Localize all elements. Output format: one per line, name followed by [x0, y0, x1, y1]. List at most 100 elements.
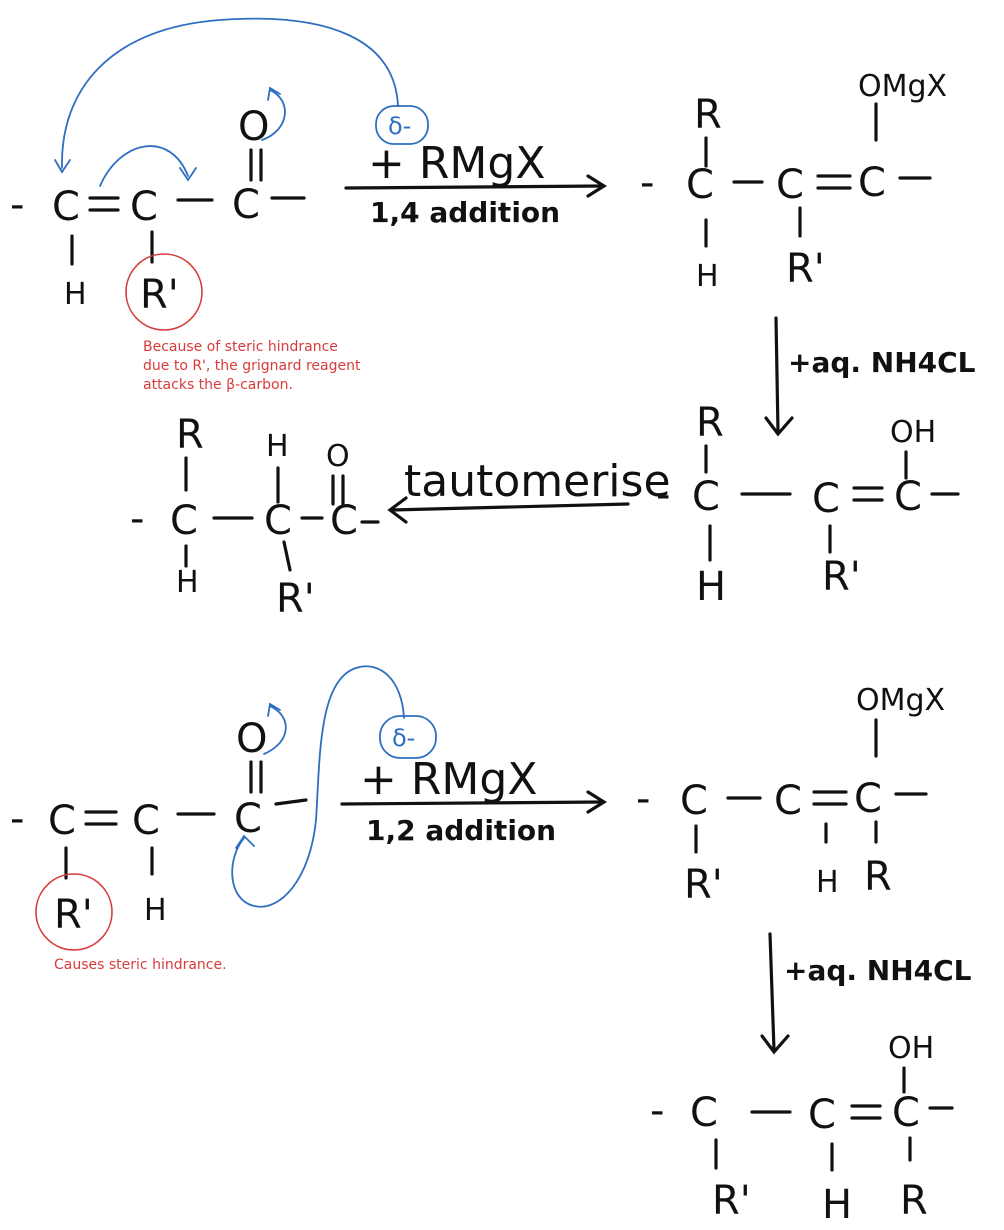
r-prime: R'	[712, 1178, 751, 1224]
arrowhead	[267, 86, 281, 101]
hydrogen: H	[816, 865, 839, 900]
omgx-group: OMgX	[858, 69, 947, 104]
arrow-shaft	[344, 184, 604, 190]
bond-dash: -	[640, 160, 654, 206]
note-line-3: attacks the β-carbon.	[143, 377, 293, 393]
reactant-1: - C C C O H R'	[10, 104, 306, 331]
carbon: C	[132, 798, 160, 844]
curved-arrow-to-oxygen	[261, 89, 286, 141]
curved-arrow-attack	[61, 17, 399, 169]
carbonyl-carbon: C	[232, 182, 260, 228]
carbon: C	[774, 778, 802, 824]
carbon: C	[858, 160, 886, 206]
hydroxyl-group: OH	[888, 1031, 934, 1066]
oxygen: O	[236, 716, 267, 762]
arrow-head	[760, 1034, 790, 1055]
note-line-1: Because of steric hindrance	[143, 339, 338, 355]
r-group: R	[176, 412, 204, 458]
r-prime: R'	[822, 554, 861, 600]
bond-dash: -	[130, 496, 144, 542]
electron-push-arrows-2: δ-	[231, 665, 437, 908]
arrow-head	[586, 790, 608, 814]
carbon: C	[680, 778, 708, 824]
product-1-enolate: - C R H C R' C OMgX	[640, 69, 947, 294]
reaction-arrow-2: + RMgX 1,2 addition	[340, 754, 608, 847]
carbon: C	[48, 798, 76, 844]
carbon: C	[686, 162, 714, 208]
steric-highlight-circle	[125, 253, 203, 331]
arrowhead	[267, 702, 281, 717]
carbon-beta: C	[52, 184, 80, 230]
r-group: R	[900, 1178, 928, 1224]
r-prime: R'	[54, 892, 93, 938]
steric-note-1: Because of steric hindrance due to R', t…	[143, 339, 361, 393]
arrowhead	[54, 159, 71, 174]
r-group: R	[864, 854, 892, 900]
carbon: C	[894, 474, 922, 520]
bond-to-rprime	[282, 540, 292, 572]
arrow-shaft	[768, 932, 776, 1052]
hydrogen: H	[176, 565, 199, 600]
delta-minus: δ-	[392, 724, 415, 752]
carbon: C	[776, 162, 804, 208]
carbonyl-carbon: C	[234, 796, 262, 842]
arrow-head	[387, 496, 408, 524]
tautomerise-arrow: tautomerise	[387, 456, 671, 524]
curved-arrow-to-oxygen	[263, 705, 287, 755]
oxygen: O	[238, 104, 269, 150]
carbonyl-carbon: C	[330, 498, 358, 544]
partial-charge-loop	[379, 715, 437, 759]
hydrogen: H	[822, 1182, 852, 1228]
r-group: R	[696, 400, 724, 446]
hydrogen: H	[144, 893, 167, 928]
delta-minus: δ-	[388, 112, 411, 140]
carbon: C	[854, 776, 882, 822]
curved-arrow-attack	[231, 665, 405, 908]
reactant-2: - C C C O R' H	[10, 716, 308, 951]
arrow-shaft	[340, 800, 604, 806]
carbon: C	[808, 1092, 836, 1138]
bond-dash: -	[10, 182, 24, 228]
note-text: Causes steric hindrance.	[54, 957, 227, 973]
carbon: C	[264, 498, 292, 544]
note-line-2: due to R', the grignard reagent	[143, 358, 361, 374]
bond-dash: -	[650, 1088, 664, 1134]
arrowhead	[235, 834, 255, 849]
enol-1: - C R H C R' C OH	[656, 400, 960, 610]
hydrogen: H	[64, 277, 87, 312]
r-group: R	[694, 92, 722, 138]
r-prime: R'	[786, 246, 825, 292]
final-product-1: - C R H C H R' O C	[130, 412, 380, 622]
omgx-group: OMgX	[856, 683, 945, 718]
reagent-text: + RMgX	[368, 138, 545, 189]
condition-text: 1,2 addition	[366, 814, 556, 847]
carbon: C	[692, 474, 720, 520]
hydrolysis-text: +aq. NH4CL	[788, 346, 976, 379]
hydrogen: H	[266, 429, 289, 464]
arrow-head	[764, 416, 794, 437]
arrow-shaft	[390, 502, 630, 512]
r-prime: R'	[684, 862, 723, 908]
carbon-alpha: C	[130, 184, 158, 230]
carbon: C	[892, 1090, 920, 1136]
carbon: C	[690, 1090, 718, 1136]
hydrolysis-arrow-2: +aq. NH4CL	[760, 932, 972, 1055]
hydroxyl-group: OH	[890, 415, 936, 450]
carbon: C	[170, 498, 198, 544]
bond-dash: -	[10, 796, 24, 842]
curved-arrow-pi-shift	[99, 145, 189, 187]
steric-highlight-circle	[35, 873, 113, 951]
r-prime: R'	[140, 272, 179, 318]
condition-text: 1,4 addition	[370, 196, 560, 229]
arrowhead	[179, 167, 197, 182]
reaction-arrow-1: + RMgX 1,4 addition	[344, 138, 608, 229]
hydrolysis-text: +aq. NH4CL	[784, 954, 972, 987]
carbon: C	[812, 476, 840, 522]
reagent-text: + RMgX	[360, 754, 537, 805]
single-bond	[274, 798, 308, 806]
final-product-2: - C R' C H C OH R	[650, 1031, 954, 1228]
steric-note-2: Causes steric hindrance.	[54, 957, 227, 973]
bond-dash: -	[656, 472, 670, 518]
bond-dash: -	[636, 776, 650, 822]
